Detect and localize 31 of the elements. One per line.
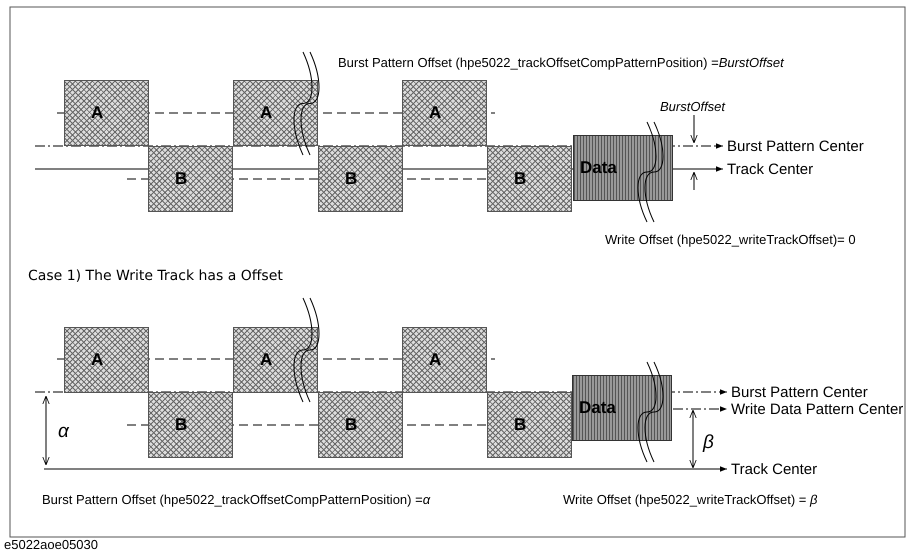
- dimension-label: α: [58, 421, 69, 443]
- burst-pattern-block: A: [233, 327, 318, 393]
- center-line-label: Write Data Pattern Center: [731, 400, 906, 418]
- offset-note: Burst Pattern Offset (hpe5022_trackOffsetCompPatternPosition) =BurstOffset: [338, 55, 784, 70]
- dimension-label: BurstOffset: [660, 99, 726, 114]
- offset-note: Write Offset (hpe5022_writeTrackOffset)= 0: [605, 232, 856, 247]
- burst-pattern-block: A: [402, 80, 487, 146]
- burst-pattern-block: B: [318, 146, 403, 212]
- track-center-arrow: [44, 466, 728, 472]
- offset-note: Burst Pattern Offset (hpe5022_trackOffsetCompPatternPosition) =α: [42, 492, 430, 507]
- burst-pattern-block: A: [402, 327, 487, 393]
- data-block: Data: [572, 375, 672, 441]
- burst-pattern-block: B: [318, 392, 403, 458]
- center-line-label: Track Center: [727, 160, 897, 178]
- burst-pattern-block: B: [148, 146, 233, 212]
- center-line-label: Burst Pattern Center: [727, 137, 897, 155]
- center-line-label: Track Center: [731, 460, 901, 478]
- center-line-label: Burst Pattern Center: [731, 383, 901, 401]
- figure-id: e5022aoe05030: [4, 537, 98, 552]
- data-block: Data: [573, 135, 673, 201]
- burst-pattern-block: B: [148, 392, 233, 458]
- burst-pattern-block: A: [64, 80, 149, 146]
- center-line-arrow: [34, 143, 724, 149]
- dimension-label: β: [703, 432, 714, 454]
- case-heading: Case 1) The Write Track has a Offset: [28, 268, 283, 284]
- offset-note: Write Offset (hpe5022_writeTrackOffset) = β: [563, 492, 818, 507]
- burst-pattern-block: A: [64, 327, 149, 393]
- burst-pattern-block: A: [233, 80, 318, 146]
- burst-pattern-block: B: [487, 392, 572, 458]
- center-line-arrow: [672, 406, 728, 412]
- burst-pattern-block: B: [487, 146, 572, 212]
